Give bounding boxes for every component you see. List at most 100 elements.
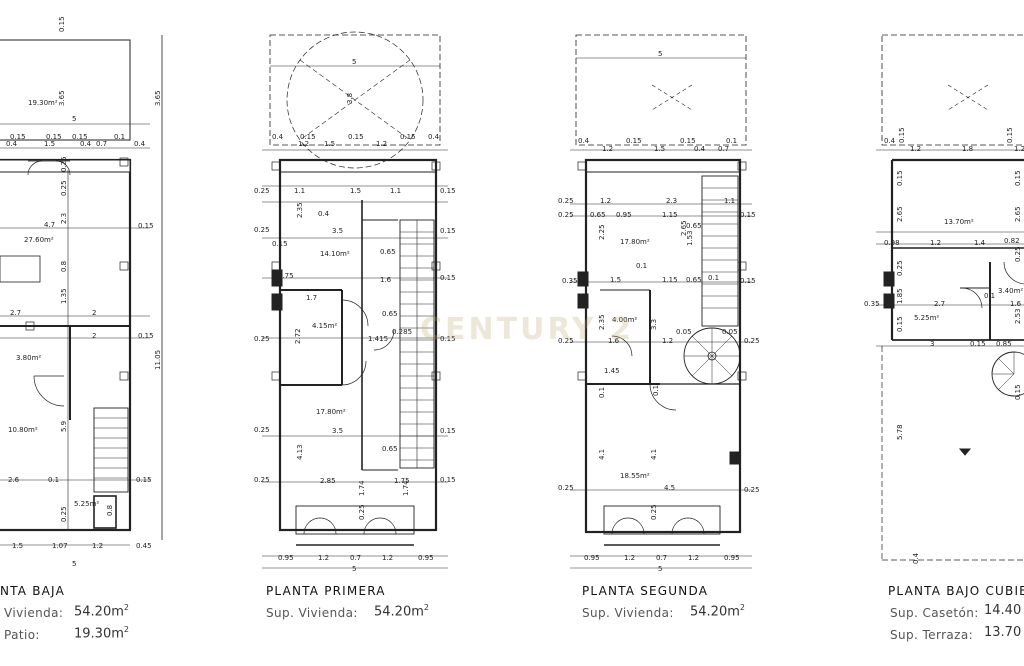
svg-text:0.25: 0.25 (254, 187, 270, 195)
svg-text:1.415: 1.415 (368, 335, 388, 343)
svg-text:18.55m²: 18.55m² (620, 472, 650, 480)
svg-text:4.5: 4.5 (664, 484, 675, 492)
plan-planta-segunda (570, 34, 752, 569)
svg-text:0.15: 0.15 (896, 170, 904, 186)
svg-text:0.4: 0.4 (318, 210, 330, 218)
sup-value-patio: 19.30m2 (74, 625, 129, 642)
svg-text:1.5: 1.5 (654, 145, 665, 153)
svg-text:0.25: 0.25 (254, 426, 270, 434)
svg-text:0.25: 0.25 (358, 504, 366, 520)
svg-text:5.78: 5.78 (896, 424, 904, 440)
svg-text:0.85: 0.85 (996, 340, 1012, 348)
svg-text:0.4: 0.4 (912, 552, 920, 564)
watermark: CENTURY 2 (420, 312, 634, 347)
svg-text:0.4: 0.4 (272, 133, 284, 141)
svg-text:0.25: 0.25 (60, 506, 68, 522)
svg-text:3.3: 3.3 (650, 319, 658, 330)
svg-text:1.1: 1.1 (390, 187, 401, 195)
svg-text:5.9: 5.9 (60, 421, 68, 432)
svg-text:0.4: 0.4 (694, 145, 706, 153)
svg-text:0.15: 0.15 (440, 335, 456, 343)
svg-text:19.30m²: 19.30m² (28, 99, 58, 107)
svg-text:0.15: 0.15 (72, 133, 88, 141)
svg-text:0.82: 0.82 (1004, 237, 1020, 245)
svg-text:0.25: 0.25 (60, 156, 68, 172)
svg-text:1.2: 1.2 (624, 554, 635, 562)
svg-text:2.72: 2.72 (294, 328, 302, 344)
svg-text:5: 5 (658, 565, 662, 573)
plan-title-bajo-cubierta: PLANTA BAJO CUBIER (888, 584, 1024, 598)
svg-text:1.2: 1.2 (382, 554, 393, 562)
svg-text:1.15: 1.15 (662, 276, 678, 284)
svg-text:3.65: 3.65 (58, 90, 66, 106)
svg-text:2.7: 2.7 (10, 309, 21, 317)
svg-text:1.2: 1.2 (600, 197, 611, 205)
sup-label-terraza: Sup. Terraza: (890, 628, 974, 642)
svg-text:3.5: 3.5 (332, 427, 343, 435)
svg-text:0.8: 0.8 (60, 261, 68, 272)
svg-text:3.8: 3.8 (346, 93, 354, 104)
svg-text:0.25: 0.25 (254, 476, 270, 484)
plan-title-planta-baja: NTA BAJA (0, 584, 65, 598)
plan-planta-primera (262, 31, 448, 569)
svg-text:1.45: 1.45 (604, 367, 620, 375)
svg-text:1.2: 1.2 (602, 145, 613, 153)
svg-text:0.25: 0.25 (254, 226, 270, 234)
svg-text:2.85: 2.85 (320, 477, 336, 485)
svg-text:27.60m²: 27.60m² (24, 236, 54, 244)
svg-text:0.7: 0.7 (656, 554, 667, 562)
svg-text:0.15: 0.15 (440, 227, 456, 235)
sup-value-caseton: 14.40 (984, 603, 1022, 618)
svg-text:1.35: 1.35 (60, 288, 68, 304)
svg-text:1.1: 1.1 (294, 187, 305, 195)
svg-text:3.80m²: 3.80m² (16, 354, 41, 362)
svg-text:1.2: 1.2 (930, 239, 941, 247)
svg-text:17.80m²: 17.80m² (316, 408, 346, 416)
svg-text:2.7: 2.7 (934, 300, 945, 308)
svg-text:0.15: 0.15 (348, 133, 364, 141)
svg-text:5: 5 (352, 565, 356, 573)
svg-text:0.15: 0.15 (46, 133, 62, 141)
svg-text:0.05: 0.05 (722, 328, 738, 336)
svg-text:2.35: 2.35 (598, 314, 606, 330)
svg-text:0.7: 0.7 (96, 140, 107, 148)
svg-text:2.25: 2.25 (598, 224, 606, 240)
svg-text:2.65: 2.65 (896, 206, 904, 222)
svg-text:0.1: 0.1 (984, 292, 995, 300)
svg-text:0.95: 0.95 (418, 554, 434, 562)
svg-text:0.65: 0.65 (590, 211, 606, 219)
svg-text:0.15: 0.15 (400, 133, 416, 141)
svg-text:1.5: 1.5 (610, 276, 621, 284)
svg-text:0.15: 0.15 (1014, 384, 1022, 400)
svg-text:5: 5 (72, 560, 76, 568)
svg-text:0.1: 0.1 (114, 133, 125, 141)
sup-value-vivienda-segunda: 54.20m2 (690, 603, 745, 620)
svg-text:0.15: 0.15 (300, 133, 316, 141)
svg-text:1.8: 1.8 (962, 145, 973, 153)
svg-text:1.2: 1.2 (298, 140, 309, 148)
svg-text:5: 5 (658, 50, 662, 58)
svg-text:2.3: 2.3 (666, 197, 677, 205)
svg-text:3.40m²: 3.40m² (998, 287, 1023, 295)
svg-text:1.2: 1.2 (662, 337, 673, 345)
svg-text:0.65: 0.65 (686, 222, 702, 230)
svg-text:0.15: 0.15 (138, 222, 154, 230)
svg-text:0.8: 0.8 (106, 505, 114, 516)
svg-text:4.1: 4.1 (598, 449, 606, 460)
svg-text:0.15: 0.15 (440, 187, 456, 195)
svg-text:0.15: 0.15 (138, 332, 154, 340)
svg-text:0.1: 0.1 (636, 262, 647, 270)
svg-text:0.15: 0.15 (440, 427, 456, 435)
svg-text:0.15: 0.15 (440, 476, 456, 484)
svg-text:0.25: 0.25 (650, 504, 658, 520)
svg-text:1.5: 1.5 (12, 542, 23, 550)
svg-text:0.4: 0.4 (134, 140, 146, 148)
sup-value-terraza: 13.70 (984, 625, 1022, 640)
plan-bajo-cubierta (876, 34, 1024, 561)
svg-text:1.2: 1.2 (1014, 145, 1024, 153)
svg-text:1.6: 1.6 (608, 337, 620, 345)
svg-text:1.15: 1.15 (662, 211, 678, 219)
sup-value-vivienda: 54.20m2 (74, 603, 129, 620)
svg-text:2.65: 2.65 (680, 220, 688, 236)
